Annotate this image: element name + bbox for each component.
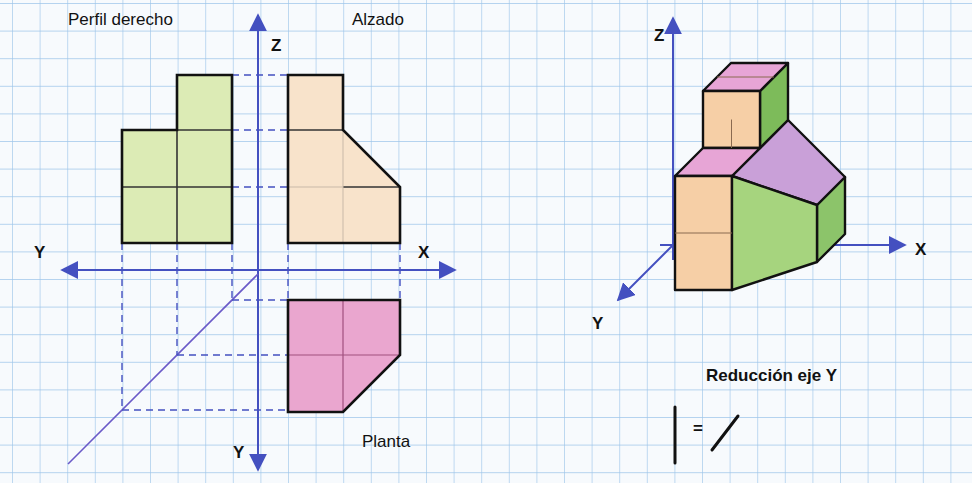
front-view-part (288, 75, 400, 243)
oblique-solid-part (675, 176, 732, 290)
oblique-solid-part (703, 91, 760, 148)
projection-line-part (232, 186, 288, 187)
axis-label: Y (592, 314, 603, 334)
projection-line-part (177, 354, 288, 355)
top-view-part (288, 300, 400, 412)
projection-line-part (232, 129, 288, 130)
oblique-solid-part (675, 148, 760, 176)
oblique-solid-part (703, 63, 788, 91)
face-division-part (717, 77, 774, 78)
axis-label: X (418, 243, 429, 263)
axis-label: Z (654, 26, 664, 46)
top-view-part-part (342, 300, 343, 412)
oblique-axes (618, 18, 905, 300)
face-division (675, 77, 774, 233)
view-axes-part (62, 269, 258, 271)
profile-view-part (122, 75, 232, 243)
projection-line-part (121, 243, 122, 410)
oblique-axes-part (618, 245, 673, 300)
view-axes (62, 15, 455, 470)
view-axes-part (68, 274, 258, 464)
reduction-note: Reducción eje Y (706, 366, 837, 386)
oblique-axes-part (672, 18, 674, 260)
top-view (288, 300, 400, 412)
front-view-part-part (343, 186, 400, 188)
front-view (288, 75, 400, 243)
projection-line-part (232, 299, 288, 300)
view-title: Alzado (352, 10, 404, 30)
front-view-part (288, 130, 400, 243)
oblique-solid (675, 63, 845, 290)
reduction-symbol (675, 407, 738, 463)
projection-line-part (287, 243, 288, 300)
view-title: Planta (362, 432, 410, 452)
axis-label: X (915, 240, 926, 260)
profile-view-part (122, 75, 232, 243)
front-view-part-part (288, 187, 343, 188)
projection-line-part (176, 243, 177, 355)
axis-label: Y (233, 443, 244, 463)
projection-line-part (399, 243, 400, 300)
axis-label: Y (34, 243, 45, 263)
axis-label: Z (271, 36, 281, 56)
profile-view (122, 75, 232, 243)
reduction-symbol-part (674, 407, 677, 463)
front-view-part-part (288, 129, 343, 131)
view-title: Perfil derecho (68, 10, 173, 30)
profile-view-part-part (177, 129, 232, 131)
face-division-part (675, 233, 732, 234)
front-view-part (288, 75, 400, 243)
projection-line-part (231, 243, 232, 300)
face-division-part (731, 120, 732, 149)
oblique-solid-part (732, 176, 817, 290)
equals-sign: = (693, 419, 703, 439)
top-view-part (288, 300, 400, 412)
profile-view-part-part (122, 186, 232, 188)
projection-line-part (122, 409, 288, 410)
projection-line-part (232, 74, 288, 75)
top-view-part-part (288, 354, 400, 355)
reduction-symbol-part (712, 416, 738, 450)
profile-view-part (122, 130, 232, 243)
top-view-part (288, 300, 400, 412)
